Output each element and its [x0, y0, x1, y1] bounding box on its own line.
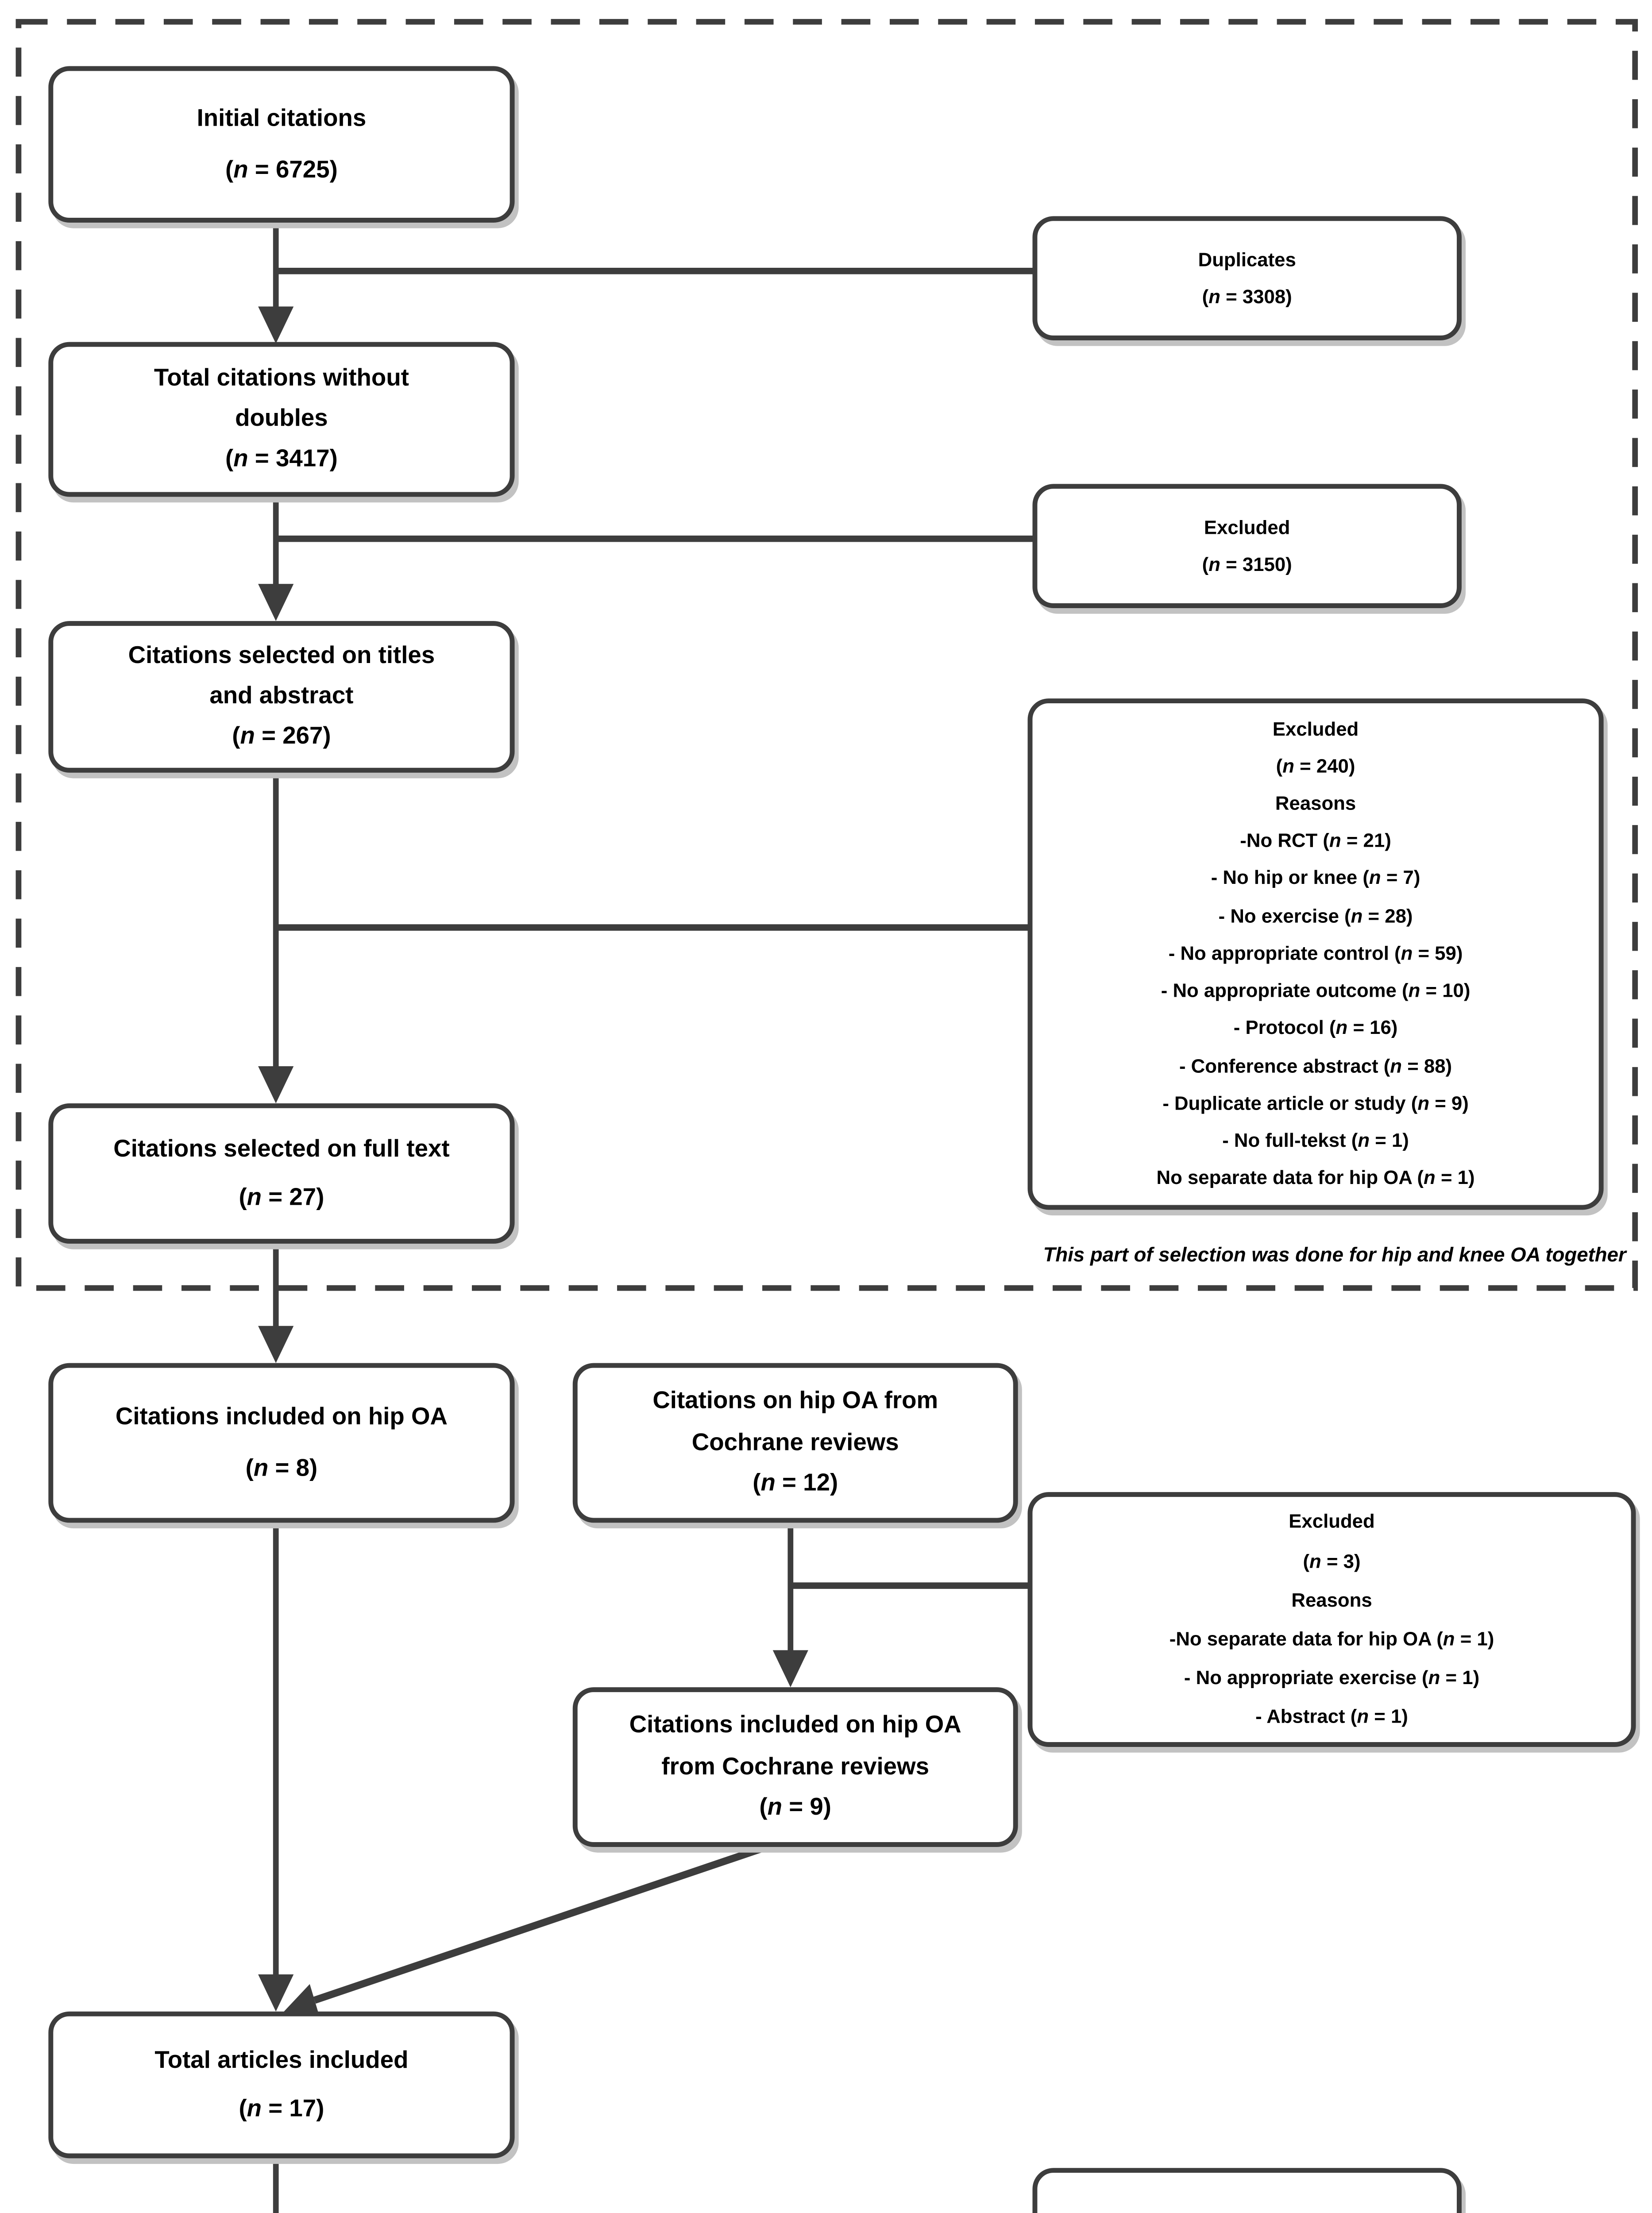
dashed-selection-region: [15, 19, 1638, 1291]
box-title: Duplicates: [1198, 249, 1296, 272]
box-title: Citations included on hip OA: [629, 1711, 961, 1739]
box-title: Initial citations: [197, 104, 367, 132]
box-count: (n = 3417): [225, 445, 338, 473]
box-count: (n = 240): [1276, 755, 1355, 778]
box-count: (n = 6725): [225, 155, 338, 183]
box-count: (n = 27): [239, 1183, 324, 1211]
box-title: Citations selected on titles: [128, 643, 435, 671]
box-initial-citations: Initial citations (n = 6725): [48, 66, 515, 223]
arrowhead-totalincluded: [258, 1974, 294, 2012]
box-citations-selected-titles-abstract: Citations selected on titles and abstrac…: [48, 621, 515, 773]
box-count: (n = 3): [1303, 1549, 1361, 1572]
box-citations-included-hip-oa-cochrane: Citations included on hip OA from Cochra…: [572, 1687, 1018, 1847]
box-count: (n = 9): [759, 1794, 831, 1822]
reason-item: - No exercise (n = 28): [1218, 904, 1413, 927]
box-duplicates: Duplicates (n = 3308): [1032, 216, 1462, 340]
box-title: Excluded: [1289, 1510, 1375, 1533]
box-citations-hip-oa-cochrane: Citations on hip OA from Cochrane review…: [572, 1363, 1018, 1523]
reason-item: - Protocol (n = 16): [1233, 1017, 1398, 1040]
box-title: Total citations without: [154, 365, 409, 393]
box-count: (n = 8): [245, 1454, 318, 1482]
reason-item: - Abstract (n = 1): [1255, 1705, 1408, 1728]
reason-item: - No hip or knee (n = 7): [1211, 867, 1420, 890]
connector-cochraneincluded-to-totalincluded: [313, 1835, 792, 2004]
arrowhead-cochraneincluded: [772, 1650, 808, 1688]
reason-item: - No appropriate outcome (n = 10): [1161, 979, 1471, 1002]
reason-item: -No RCT (n = 21): [1240, 829, 1391, 852]
box-title: doubles: [235, 405, 328, 433]
box-excluded-cochrane: Excluded (n = 3) Reasons -No separate da…: [1027, 1492, 1636, 1747]
arrowhead-diagonal-merge: [284, 1984, 320, 2016]
box-title: Total articles included: [154, 2047, 409, 2074]
box-title: Citations included on hip OA: [115, 1403, 448, 1430]
box-no-data-on-responders: No data on responders (n = 3): [1032, 2168, 1462, 2213]
reason-item: - No full-tekst (n = 1): [1222, 1129, 1409, 1152]
box-title: Citations on hip OA from: [652, 1387, 938, 1415]
arrowhead-nodoubles: [258, 306, 294, 344]
box-count: (n = 3150): [1202, 552, 1292, 575]
box-title: Citations selected on full text: [113, 1135, 450, 1163]
reason-item: - No appropriate exercise (n = 1): [1184, 1666, 1480, 1689]
reason-item: - No appropriate control (n = 59): [1168, 941, 1463, 965]
box-total-articles-included: Total articles included (n = 17): [48, 2011, 515, 2159]
box-title: from Cochrane reviews: [661, 1753, 930, 1781]
selection-scope-note: This part of selection was done for hip …: [1043, 1243, 1626, 1266]
box-title: Excluded: [1272, 717, 1359, 740]
box-title: and abstract: [209, 682, 354, 710]
arrowhead-includedhip: [258, 1326, 294, 1363]
reasons-label: Reasons: [1291, 1588, 1372, 1612]
box-count: (n = 3308): [1202, 285, 1292, 308]
reason-item: - Duplicate article or study (n = 9): [1162, 1091, 1469, 1114]
arrowhead-fulltext: [258, 1066, 294, 1103]
box-excluded-screening: Excluded (n = 3150): [1032, 484, 1462, 608]
reason-item: - Conference abstract (n = 88): [1179, 1054, 1452, 1077]
box-excluded-fulltext-review: Excluded (n = 240) Reasons -No RCT (n = …: [1027, 698, 1604, 1210]
arrowhead-titles: [258, 584, 294, 621]
box-citations-selected-fulltext: Citations selected on full text (n = 27): [48, 1103, 515, 1244]
reason-item: -No separate data for hip OA (n = 1): [1169, 1627, 1494, 1650]
box-count: (n = 17): [239, 2094, 324, 2122]
box-count: (n = 12): [753, 1470, 838, 1498]
reason-item: No separate data for hip OA (n = 1): [1156, 1166, 1475, 1189]
box-title: Cochrane reviews: [691, 1428, 899, 1456]
box-citations-included-hip-oa: Citations included on hip OA (n = 8): [48, 1363, 515, 1523]
box-title: Excluded: [1204, 517, 1290, 540]
box-count: (n = 267): [232, 722, 331, 750]
box-total-citations-without-doubles: Total citations without doubles (n = 341…: [48, 342, 515, 497]
reasons-label: Reasons: [1275, 792, 1356, 815]
